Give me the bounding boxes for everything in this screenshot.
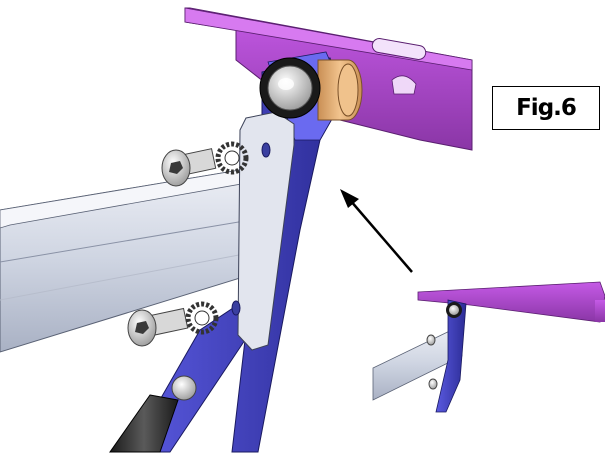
overview-inset bbox=[372, 281, 605, 413]
upper-socket-cap-bolt bbox=[161, 148, 217, 187]
lower-lock-washer bbox=[185, 301, 219, 335]
arrow-icon bbox=[340, 189, 413, 273]
handle-grip bbox=[109, 394, 179, 453]
mounting-plate bbox=[231, 111, 295, 351]
spacer bbox=[317, 59, 363, 121]
square-tube bbox=[0, 164, 294, 353]
lower-socket-cap-bolt bbox=[127, 307, 189, 347]
upper-lock-washer bbox=[215, 141, 249, 175]
pivot-bolt bbox=[259, 57, 321, 119]
arm-bolt bbox=[171, 375, 197, 401]
figure-label: Fig.6 bbox=[492, 86, 600, 130]
